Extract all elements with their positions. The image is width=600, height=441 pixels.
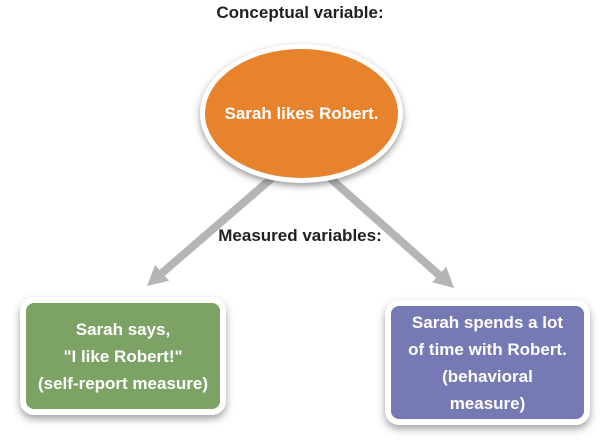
behavioral-node: Sarah spends a lot of time with Robert. … <box>385 300 590 425</box>
arrow-left-shaft <box>159 174 275 277</box>
behavioral-node-line: (behavioral <box>442 366 533 386</box>
arrow-right-head <box>432 266 454 288</box>
behavioral-node-line: measure) <box>449 393 526 413</box>
conceptual-node: Sarah likes Robert. <box>200 44 403 183</box>
conceptual-variable-label: Conceptual variable: <box>216 3 384 22</box>
self-report-node: Sarah says, "I like Robert!" (self-repor… <box>20 297 226 415</box>
arrow-left-head <box>147 264 169 286</box>
arrow-right-shaft <box>327 175 442 278</box>
self-report-node-line: "I like Robert!" <box>63 346 183 366</box>
behavioral-node-line: Sarah spends a lot <box>411 312 564 332</box>
self-report-node-line: Sarah says, <box>75 319 171 339</box>
measured-variables-label: Measured variables: <box>218 226 382 245</box>
self-report-node-line: (self-report measure) <box>37 373 209 393</box>
conceptual-node-text: Sarah likes Robert. <box>224 103 379 123</box>
behavioral-node-line: of time with Robert. <box>408 339 567 359</box>
arrow-right <box>327 175 454 288</box>
arrow-left <box>147 174 275 286</box>
